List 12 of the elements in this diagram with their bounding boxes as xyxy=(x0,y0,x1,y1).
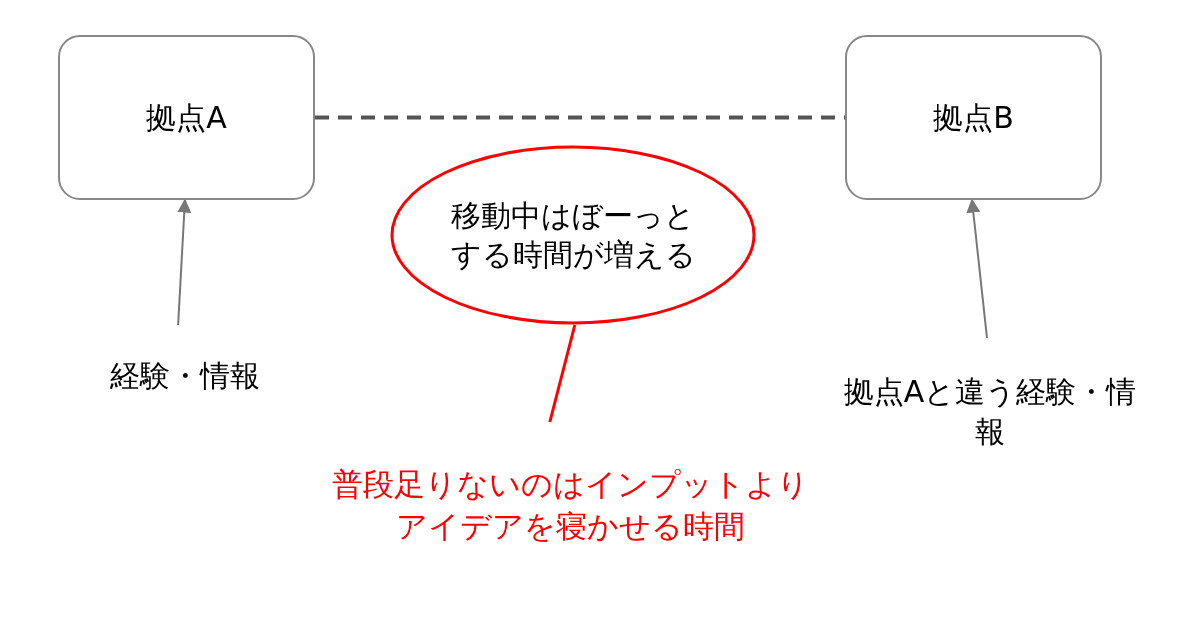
location-box xyxy=(58,35,315,200)
node-text: 拠点B xyxy=(933,99,1014,137)
note-text: 普段足りないのはインプットよりアイデアを寝かせる時間 xyxy=(330,436,810,576)
location-box xyxy=(845,35,1102,200)
arrow xyxy=(966,198,988,339)
node-text: 移動中はぼーっとする時間が増える xyxy=(449,197,697,274)
arrow xyxy=(177,198,192,327)
speech-ellipse xyxy=(390,145,756,325)
node-text: 拠点A xyxy=(146,99,227,137)
connector-line xyxy=(548,324,577,423)
input-label: 経験・情報 xyxy=(70,352,300,400)
input-label: 拠点Aと違う経験・情報 xyxy=(840,362,1140,462)
